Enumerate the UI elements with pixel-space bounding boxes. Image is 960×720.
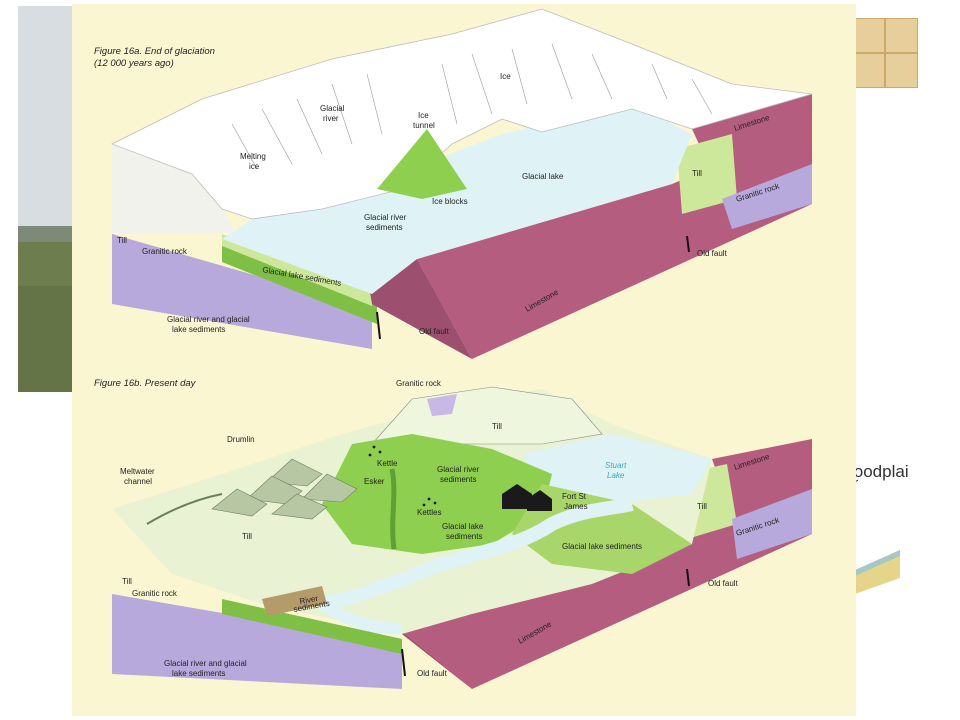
label-meltwater-1: Meltwater	[120, 467, 155, 476]
label-melting-ice-1: Melting	[240, 152, 266, 161]
glacial-river-sediment-mound	[377, 129, 467, 199]
label-river-sediments-1: River	[299, 594, 319, 606]
label-kettle: Kettle	[377, 459, 398, 468]
background-block-fragment	[855, 550, 900, 594]
glaciation-diagram-panel: Figure 16a. End of glaciation (12 000 ye…	[72, 4, 856, 716]
granitic-rock-layer	[112, 144, 372, 349]
fort-st-james-icon	[502, 484, 552, 511]
label-old-fault-right: Old fault	[697, 249, 728, 258]
label-granitic-rock-top: Granitic rock	[396, 379, 442, 388]
kettle-markers	[368, 445, 437, 507]
label-stuart-lake-2: Lake	[607, 471, 625, 480]
label-till-left-b: Till	[122, 577, 132, 586]
label-glacial-lake: Glacial lake	[522, 172, 564, 181]
label-river-lake-sediments-1: Glacial river and glacial	[167, 315, 250, 324]
label-glacial-river-2: river	[323, 114, 339, 123]
granitic-rock-layer-b	[112, 509, 402, 689]
drumlin-group	[211, 458, 358, 520]
ice-sheet	[111, 8, 813, 220]
till-right-block	[677, 134, 737, 214]
glacial-river-sediments-area	[322, 434, 552, 554]
label-glacial-river-sediments-1: Glacial river	[364, 213, 407, 222]
label-glacial-river-1: Glacial	[320, 104, 345, 113]
limestone-wedge-b	[392, 624, 472, 689]
ice-crevasse-lines	[231, 43, 713, 170]
label-glacial-lake-sediments-b1: Glacial lake	[442, 522, 484, 531]
label-till-mid: Till	[242, 532, 252, 541]
old-fault-line-right-b	[686, 568, 690, 587]
label-ice-tunnel-2: tunnel	[413, 121, 435, 130]
esker-ridge	[389, 468, 397, 550]
figure-16a-title: Figure 16a. End of glaciation	[94, 46, 215, 57]
label-glacial-river-sediments-2: sediments	[366, 223, 402, 232]
background-photo	[18, 6, 78, 392]
river-sediments-patch	[262, 586, 327, 616]
glacial-lake-sediments-area	[512, 484, 692, 574]
granitic-rock-outcrop	[427, 394, 457, 416]
label-river-lake-sediments-2: lake sediments	[172, 325, 225, 334]
label-granitic-rock-left: Granitic rock	[142, 247, 188, 256]
figure-16a: Figure 16a. End of glaciation (12 000 ye…	[94, 8, 813, 359]
granitic-rock-right-block	[722, 164, 812, 229]
label-melting-ice-2: ice	[249, 162, 260, 171]
glaciation-diagram: Figure 16a. End of glaciation (12 000 ye…	[94, 8, 813, 689]
label-old-fault-front-b: Old fault	[417, 669, 448, 678]
label-till-right-b: Till	[697, 502, 707, 511]
label-ice: Ice	[500, 72, 511, 81]
label-fort-2: James	[564, 502, 588, 511]
background-floodplain-label: loodplai	[850, 462, 909, 481]
old-fault-line-right	[686, 235, 690, 253]
label-ice-blocks: Ice blocks	[432, 197, 468, 206]
label-stuart-lake-1: Stuart	[605, 461, 627, 470]
stuart-lake-surface	[522, 434, 712, 504]
label-ice-tunnel-1: Ice	[418, 111, 429, 120]
label-glacial-river-sediments-b2: sediments	[440, 475, 476, 484]
label-glacial-lake-sediments-b2: sediments	[446, 532, 482, 541]
meltwater-channel-line	[146, 493, 223, 525]
label-drumlin: Drumlin	[227, 435, 255, 444]
label-river-lake-sediments-b1: Glacial river and glacial	[164, 659, 247, 668]
label-kettles: Kettles	[417, 508, 441, 517]
glacial-lake-surface	[222, 104, 692, 294]
label-till-right: Till	[692, 169, 702, 178]
label-granitic-rock-left-b: Granitic rock	[132, 589, 178, 598]
lake-sediment-layer	[222, 244, 377, 324]
old-fault-line-front-b	[401, 648, 406, 677]
label-till-top: Till	[492, 422, 502, 431]
river-outlet	[318, 599, 403, 635]
label-glacial-river-sediments-b1: Glacial river	[437, 465, 480, 474]
old-fault-line-front	[376, 311, 381, 340]
river-channel	[320, 497, 634, 611]
label-old-fault-right-b: Old fault	[708, 579, 739, 588]
label-river-lake-sediments-b2: lake sediments	[172, 669, 225, 678]
granitic-rock-right-block-b	[732, 489, 812, 559]
label-glacial-lake-sediments-right: Glacial lake sediments	[562, 542, 642, 551]
background-grid-tile	[852, 18, 918, 88]
figure-16a-subtitle: (12 000 years ago)	[94, 58, 174, 69]
figure-16b-title: Figure 16b. Present day	[94, 378, 197, 389]
melting-ice-cliff	[112, 144, 237, 234]
label-fort-1: Fort St	[562, 492, 587, 501]
limestone-top-block-b	[712, 439, 812, 514]
label-meltwater-2: channel	[124, 477, 152, 486]
label-old-fault-front: Old fault	[419, 327, 450, 336]
label-till-left: Till	[117, 236, 127, 245]
label-esker: Esker	[364, 477, 385, 486]
figure-16b: Figure 16b. Present day Granitic rock Ti…	[94, 378, 812, 689]
